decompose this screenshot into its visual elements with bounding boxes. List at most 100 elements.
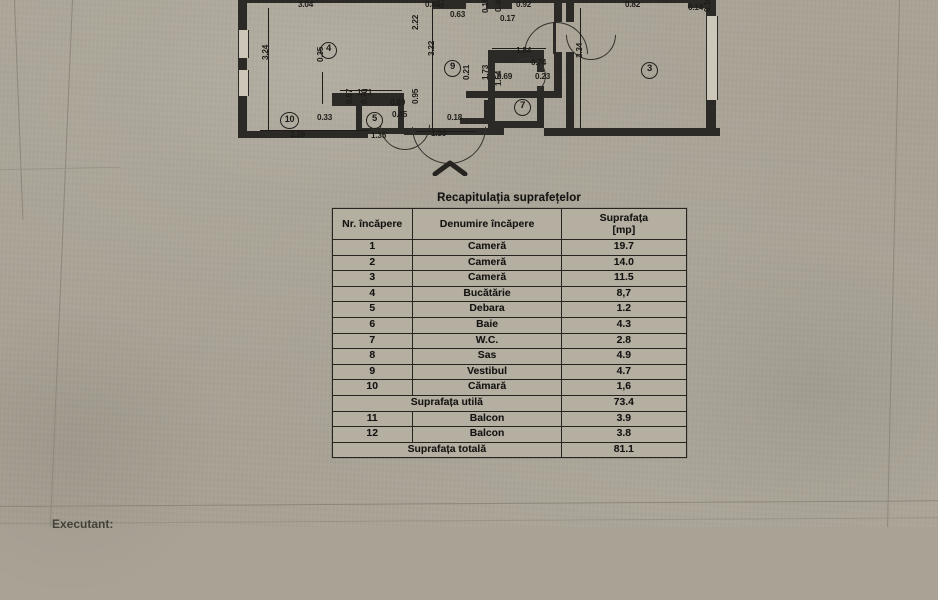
dimension-label: 0.67 [345,88,354,104]
header-name: Denumire încăpere [411,208,563,240]
dimension-label: 3.22 [427,40,436,56]
header-area-main: Suprafața [599,212,649,224]
dimension-label: 0.46 [494,0,503,12]
cell-room-area: 14.0 [561,254,687,272]
wall-exterior-left-mid [238,58,247,70]
wall-closet-right [398,100,404,133]
dimension-label: 1.30 [431,129,447,138]
dimension-label: 0.82 [625,0,641,9]
dimension-label: 0.35 [316,46,325,62]
cell-room-number: 7 [331,332,413,350]
cell-room-number: 12 [331,426,413,443]
door-leaf-room4 [553,22,556,54]
cell-subtotal-area: 73.4 [561,394,687,412]
fixture-top-1 [432,0,466,9]
cell-room-number: 11 [331,410,413,428]
wall-vestibul-jog [460,118,490,124]
room-marker-4: 4 [320,42,337,59]
dimension-label: 0.21 [462,64,471,80]
cell-room-name: Cameră [411,270,563,287]
header-area: Suprafața [mp] [561,208,687,240]
window-left-lower [238,70,249,96]
dimension-label: 3.34 [575,42,584,58]
dimension-label: 0.14 [688,3,704,12]
window-left-upper [238,30,249,58]
cell-room-name: Vestibul [411,363,563,381]
dim-line-closet-horizontal [340,90,402,91]
recap-table-block: Recapitulația suprafețelor Nr. încăpere … [325,192,693,459]
dimension-label: 0.17 [500,14,516,23]
dim-line-1-30 [416,131,476,132]
cell-room-area: 11.5 [561,270,687,287]
cell-room-area: 4.9 [561,348,687,365]
table-header-row: Nr. încăpere Denumire încăpere Suprafața… [331,208,687,240]
dimension-label: 1.35 [371,131,387,140]
wall-wc-right [537,50,544,72]
room-marker-5: 5 [366,112,383,129]
wall-closet-bottom [356,128,404,134]
wall-wc-top [488,50,544,63]
dimension-label: 0.45 [392,110,408,119]
cell-room-number: 6 [331,316,413,334]
fixture-top-2 [486,0,512,9]
dimension-label: 0.10 [481,0,490,13]
wall-room3-left [566,0,574,22]
cell-total-label: Suprafața totală [331,441,563,459]
dimension-label: 0.23 [535,72,551,81]
cell-room-number: 4 [331,285,413,303]
wall-room4-right [554,52,562,97]
cell-room-number: 2 [331,254,413,272]
cell-subtotal-label: Suprafața utilă [331,394,563,412]
titleblock-divider [0,500,938,507]
dim-line-left-vertical [268,8,269,130]
room-marker-9: 9 [444,60,461,77]
dimension-label: 0.88 [425,0,441,9]
cell-room-name: Cămară [411,379,563,396]
dimension-label: 0.74 [531,58,547,67]
cell-room-area: 2.8 [561,332,687,350]
dim-line-room3-vertical [580,8,581,128]
wall-exterior-left-bottom [238,96,247,138]
wall-room3-top [574,0,714,3]
cell-room-number: 8 [331,348,413,365]
dimension-label: 0.63 [450,10,466,19]
cell-room-name: Baie [411,316,563,334]
cell-room-area: 3.9 [561,410,687,428]
cell-room-area: 8,7 [561,285,687,303]
wall-room4-bottom-right [466,91,562,98]
fixture-top-3 [688,0,710,8]
dimension-label: 1.54 [494,70,503,86]
dimension-label: 2.22 [411,14,420,30]
dimension-label: 0.27 [437,0,446,8]
dimension-label: 3.24 [261,44,270,60]
wall-bottom-right [544,128,720,136]
dim-line-room4-vertical [322,72,323,104]
cell-total-area: 81.1 [561,441,687,459]
wall-closet-stub [340,100,358,106]
cell-room-area: 1.2 [561,301,687,318]
wall-bottom-left [238,131,368,138]
wall-closet-left [356,93,362,133]
cell-room-number: 9 [331,363,413,381]
wall-exterior-right-top [706,0,716,16]
wall-wc-right-lower [537,86,544,128]
dimension-label: 1.73 [481,64,490,80]
dimension-label: 0.89 [390,98,406,107]
wall-wc-bottom [488,121,544,128]
dimension-label: 0.69 [497,72,513,81]
wall-exterior-left [238,0,247,30]
window-right [706,16,718,100]
cell-room-area: 3.8 [561,426,687,443]
dimension-label: 3.04 [298,0,314,9]
cell-room-area: 1,6 [561,379,687,396]
